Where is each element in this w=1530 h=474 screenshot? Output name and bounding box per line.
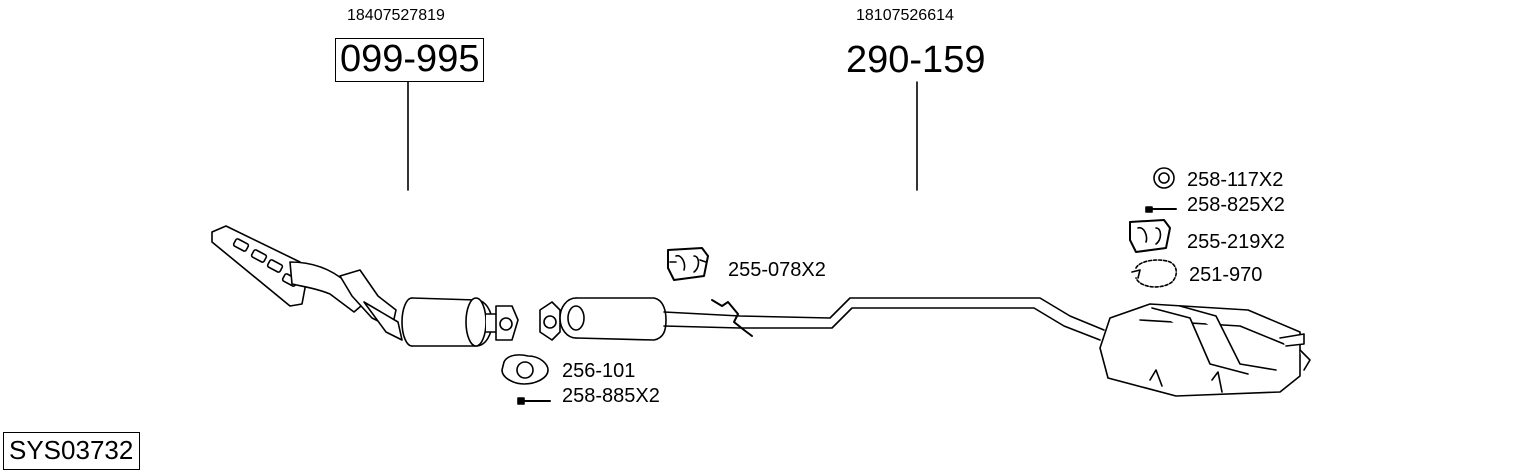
accessory-label-ring-rear[interactable]: 258-117X2 bbox=[1187, 169, 1284, 191]
accessory-label-bolt-front[interactable]: 258-885X2 bbox=[562, 385, 660, 407]
oem-number-front: 18407527819 bbox=[347, 7, 445, 24]
accessory-label-gasket-front[interactable]: 256-101 bbox=[562, 360, 636, 382]
ring-icon-rear bbox=[1153, 167, 1175, 189]
manifold-catalyst-part bbox=[211, 225, 519, 347]
accessory-label-hanger-rear[interactable]: 255-219X2 bbox=[1187, 231, 1285, 253]
clamp-icon-rear bbox=[1131, 259, 1178, 288]
hanger-icon-rear bbox=[1129, 219, 1171, 253]
bolt-icon-rear bbox=[1145, 206, 1177, 213]
bolt-icon-front bbox=[517, 397, 551, 405]
hanger-icon-front bbox=[667, 247, 709, 281]
accessory-label-hanger-front[interactable]: 255-078X2 bbox=[728, 259, 826, 281]
part-number-rear[interactable]: 290-159 bbox=[846, 39, 986, 81]
accessory-label-bolt-rear[interactable]: 258-825X2 bbox=[1187, 194, 1285, 216]
oem-number-rear: 18107526614 bbox=[856, 7, 954, 24]
center-rear-silencer-part bbox=[539, 297, 1311, 397]
system-id-box: SYS03732 bbox=[3, 432, 141, 470]
gasket-icon-front bbox=[501, 354, 549, 385]
accessory-label-clamp-rear[interactable]: 251-970 bbox=[1189, 264, 1263, 286]
part-number-front[interactable]: 099-995 bbox=[335, 38, 485, 82]
pipe-hanger-wire bbox=[711, 299, 753, 337]
